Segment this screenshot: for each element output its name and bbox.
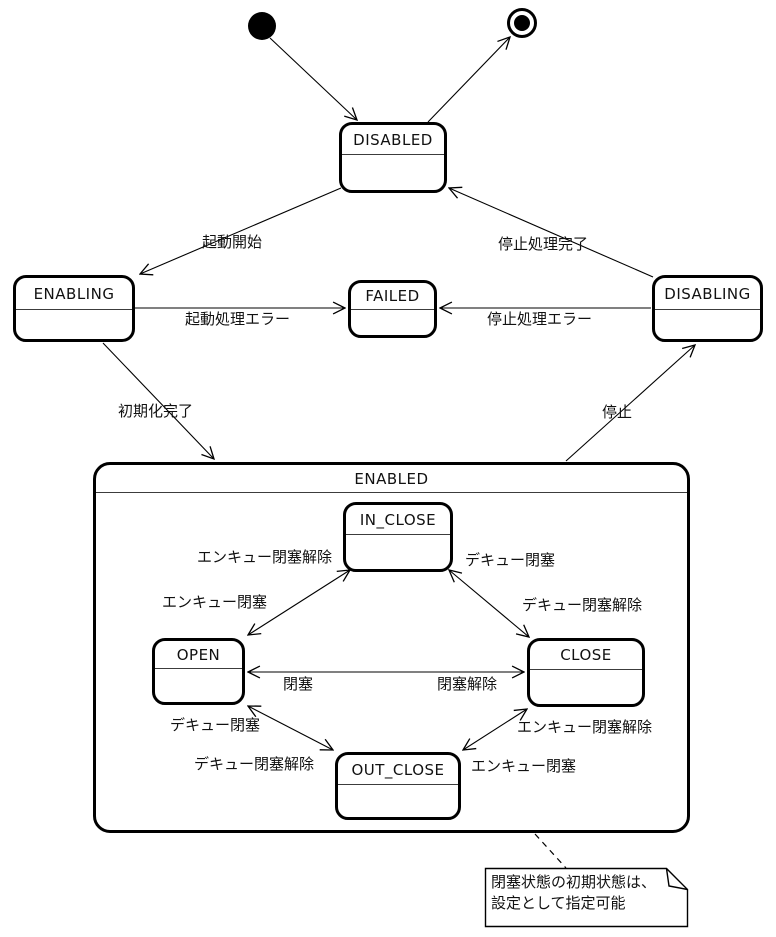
arrow-disabling-to-disabled: [449, 188, 654, 278]
state-in-close-label: IN_CLOSE: [346, 505, 450, 535]
state-disabling: DISABLING: [652, 275, 763, 342]
state-enabled: ENABLED: [93, 462, 690, 833]
state-in-close-body: [346, 535, 450, 569]
final-state-icon: [507, 8, 537, 38]
transition-label-init-complete: 初期化完了: [118, 402, 194, 420]
transition-label-stop-error: 停止処理エラー: [487, 310, 593, 328]
transition-label-stop: 停止: [602, 403, 633, 421]
state-open: OPEN: [152, 638, 245, 705]
state-disabled-body: [342, 155, 444, 190]
final-state-dot-icon: [514, 15, 530, 31]
transition-label-deq-release-bottom: デキュー閉塞解除: [194, 755, 315, 773]
transition-label-stop-complete: 停止処理完了: [498, 235, 589, 253]
state-out-close-label: OUT_CLOSE: [338, 755, 458, 785]
state-failed-body: [351, 310, 434, 335]
arrow-disabled-to-enabling: [140, 187, 342, 274]
transition-label-deq-release-right: デキュー閉塞解除: [522, 596, 643, 614]
state-failed: FAILED: [348, 280, 437, 338]
arrow-open-inclose: [248, 570, 350, 635]
state-enabling-label: ENABLING: [16, 278, 132, 310]
state-open-body: [155, 669, 242, 702]
transition-label-deq-block-top: デキュー閉塞: [465, 551, 556, 569]
transition-label-enq-release-top: エンキュー閉塞解除: [197, 548, 333, 566]
state-disabling-body: [655, 310, 760, 339]
initial-state-icon: [248, 12, 276, 40]
note-line-2: 設定として指定可能: [491, 894, 626, 912]
state-close-label: CLOSE: [530, 641, 642, 670]
transition-label-deq-block-bottom: デキュー閉塞: [170, 716, 261, 734]
state-disabled-label: DISABLED: [342, 125, 444, 155]
transition-label-enq-block-left: エンキュー閉塞: [162, 593, 268, 611]
state-disabled: DISABLED: [339, 122, 447, 193]
transition-label-block: 閉塞: [283, 675, 314, 693]
note-line-1: 閉塞状態の初期状態は、: [491, 873, 657, 891]
arrow-initial-to-disabled: [269, 37, 357, 120]
note: 閉塞状態の初期状態は、 設定として指定可能: [491, 872, 681, 914]
state-enabling-body: [16, 310, 132, 339]
state-out-close: OUT_CLOSE: [335, 752, 461, 820]
arrow-disabled-to-final: [427, 37, 510, 123]
transition-label-block-release: 閉塞解除: [437, 675, 498, 693]
transition-label-start-error: 起動処理エラー: [185, 310, 291, 328]
state-out-close-body: [338, 785, 458, 817]
state-close: CLOSE: [527, 638, 645, 707]
note-shape: [484, 867, 689, 928]
arrow-enabling-to-enabled: [102, 342, 214, 459]
transition-label-enq-block-bottom: エンキュー閉塞: [471, 757, 577, 775]
state-enabling: ENABLING: [13, 275, 135, 342]
arrow-open-outclose: [248, 706, 333, 750]
state-open-label: OPEN: [155, 641, 242, 669]
state-disabling-label: DISABLING: [655, 278, 760, 310]
arrow-enabled-to-disabling: [565, 345, 695, 462]
state-in-close: IN_CLOSE: [343, 502, 453, 572]
arrow-outclose-close: [463, 709, 527, 750]
state-enabled-label: ENABLED: [96, 465, 687, 493]
state-close-body: [530, 670, 642, 704]
transition-label-enq-release-bottom: エンキュー閉塞解除: [517, 718, 653, 736]
note-anchor-line: [534, 833, 567, 869]
note-fold-icon: [665, 868, 688, 891]
state-failed-label: FAILED: [351, 283, 434, 310]
arrow-inclose-close: [449, 570, 529, 637]
transition-label-start-begin: 起動開始: [202, 233, 263, 251]
